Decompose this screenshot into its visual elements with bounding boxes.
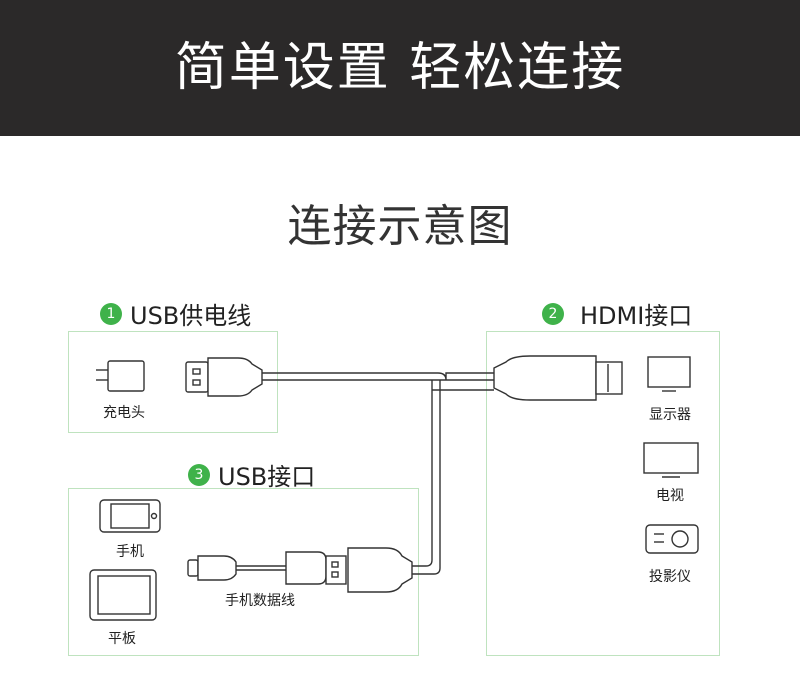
usb-power-label: 1 USB供电线 bbox=[100, 296, 251, 331]
usb-female-connector-icon bbox=[347, 547, 413, 593]
data-cable-label: 手机数据线 bbox=[225, 593, 295, 609]
usb-port-label-text: USB接口 bbox=[218, 463, 316, 491]
tablet-label: 平板 bbox=[108, 631, 136, 647]
display-label: 显示器 bbox=[649, 407, 691, 423]
hdmi-label: 2 HDMI接口 bbox=[542, 296, 692, 331]
usb-power-label-text: USB供电线 bbox=[130, 302, 252, 330]
diagram-title: 连接示意图 bbox=[287, 201, 513, 252]
header-banner bbox=[0, 0, 800, 136]
tv-icon bbox=[643, 442, 699, 478]
banner-title: 简单设置 轻松连接 bbox=[174, 38, 626, 98]
tv-label: 电视 bbox=[656, 488, 684, 504]
hdmi-plug-icon bbox=[493, 355, 623, 401]
projector-icon bbox=[645, 524, 699, 554]
number-badge-1: 1 bbox=[100, 302, 122, 325]
usb-power-plug-icon bbox=[185, 357, 263, 397]
projector-label: 投影仪 bbox=[649, 569, 691, 585]
usb-port-box bbox=[68, 488, 419, 656]
hdmi-label-text: HDMI接口 bbox=[580, 302, 693, 330]
usb-port-label: 3 USB接口 bbox=[188, 457, 315, 492]
phone-icon bbox=[99, 499, 161, 533]
power-cable bbox=[262, 372, 494, 381]
phone-label: 手机 bbox=[116, 544, 144, 560]
number-badge-3: 3 bbox=[188, 463, 210, 486]
number-badge-2: 2 bbox=[542, 302, 564, 325]
tablet-icon bbox=[89, 569, 157, 621]
data-cable-icon bbox=[187, 551, 347, 585]
charger-label: 充电头 bbox=[103, 405, 145, 421]
hdmi-box bbox=[486, 331, 720, 656]
split-cable bbox=[412, 380, 494, 575]
monitor-icon bbox=[647, 356, 691, 392]
usb-power-box bbox=[68, 331, 278, 433]
charger-icon bbox=[96, 360, 145, 392]
